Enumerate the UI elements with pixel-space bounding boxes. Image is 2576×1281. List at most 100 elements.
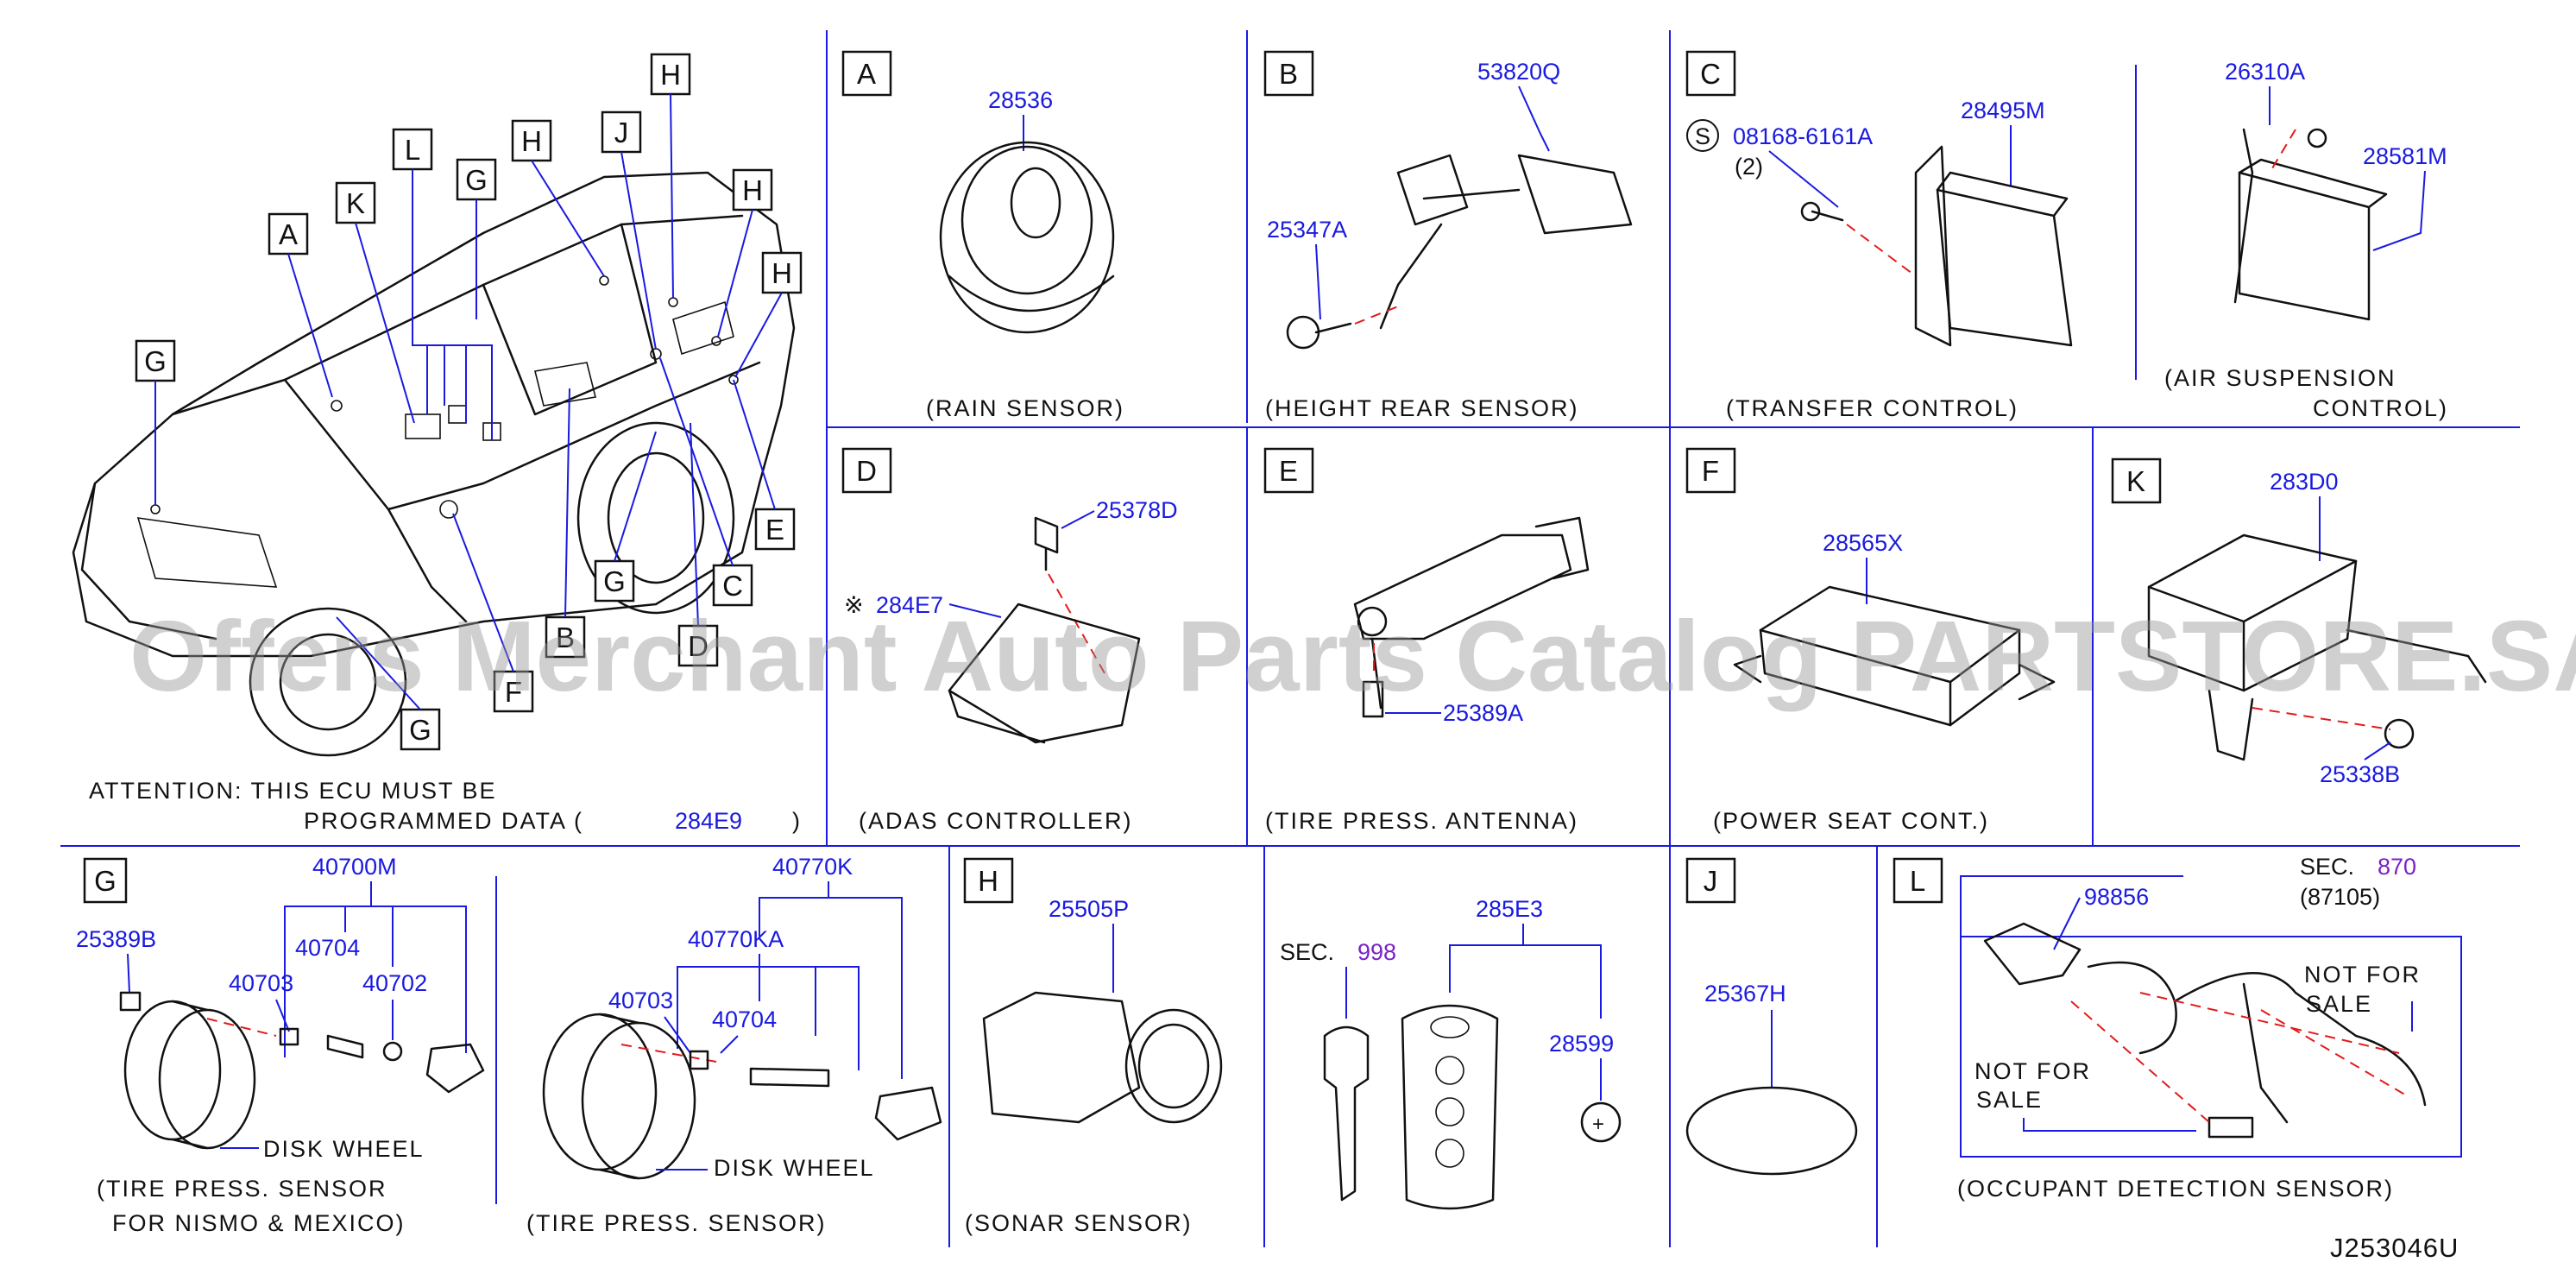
- panel-d: D 25378D ※ 284E7 (ADAS CONTROLLER): [841, 447, 1178, 834]
- g-disk-wheel: DISK WHEEL: [263, 1136, 425, 1162]
- svg-text:G: G: [409, 714, 431, 746]
- caption-air-suspension-1: (AIR SUSPENSION: [2164, 365, 2396, 391]
- l-nfs1-line2: SALE: [2306, 991, 2372, 1017]
- l-sec-num: 870: [2378, 854, 2416, 880]
- part-25367h: 25367H: [1704, 981, 1786, 1006]
- svg-text:H: H: [978, 865, 998, 897]
- part-40703-g: 40703: [229, 970, 293, 996]
- panel-g2: 40770K 40770KA 40703 40704 DISK WHEEL (T…: [526, 854, 942, 1236]
- part-40704-g: 40704: [295, 935, 360, 961]
- svg-text:F: F: [1702, 455, 1719, 487]
- part-28536: 28536: [988, 87, 1053, 113]
- svg-text:C: C: [722, 570, 743, 602]
- part-40704-g2: 40704: [712, 1006, 777, 1032]
- svg-text:B: B: [556, 622, 575, 653]
- callout-d: D: [677, 422, 719, 667]
- svg-text:G: G: [144, 345, 167, 377]
- panel-k: K 283D0 25338B: [2111, 458, 2487, 787]
- svg-text:H: H: [521, 125, 542, 157]
- panel-key: SEC. 998 285E3 28599 +: [1280, 896, 1622, 1210]
- part-40700m: 40700M: [312, 854, 397, 880]
- panel-b: B 53820Q 25347A (HEIGHT REAR SENSOR): [1263, 50, 1633, 421]
- panel-air-suspension: 26310A 28581M (AIR SUSPENSION CONTROL): [2164, 59, 2448, 421]
- svg-text:F: F: [505, 676, 522, 708]
- panel-g: G 40700M 25389B 40704 40703 40702 DISK W…: [76, 854, 485, 1236]
- caption-power-seat-cont: (POWER SEAT CONT.): [1713, 808, 1989, 834]
- watermark: Offers Merchant Auto Parts Catalog PARTS…: [129, 600, 2576, 712]
- panel-grid: [60, 30, 2520, 1247]
- diagram-code: J253046U: [2330, 1233, 2459, 1263]
- caption-occupant-detection: (OCCUPANT DETECTION SENSOR): [1957, 1176, 2394, 1202]
- panel-e: E 25389A (TIRE PRESS. ANTENNA): [1263, 447, 1590, 834]
- callout-h-4: H: [734, 251, 803, 378]
- callout-c: C: [659, 357, 753, 607]
- svg-text:E: E: [1279, 455, 1298, 487]
- svg-text:K: K: [346, 187, 365, 219]
- svg-text:J: J: [1704, 865, 1718, 897]
- svg-text:L: L: [1910, 865, 1925, 897]
- panel-h: H 25505P (SONAR SENSOR): [963, 857, 1223, 1236]
- l-sec-sub: (87105): [2300, 884, 2380, 910]
- svg-text:A: A: [857, 58, 876, 90]
- panel-c: C S 08168-6161A (2) 28495M (TRANSFER CON…: [1685, 50, 2073, 421]
- svg-text:H: H: [660, 59, 681, 91]
- svg-text:L: L: [405, 134, 420, 166]
- l-nfs1-line1: NOT FOR: [2304, 962, 2421, 988]
- part-28599: 28599: [1549, 1031, 1614, 1057]
- callout-l: L: [392, 128, 493, 440]
- part-28495m: 28495M: [1961, 98, 2045, 123]
- callout-f: F: [452, 513, 534, 713]
- attention-part: 284E9: [675, 808, 742, 834]
- part-285e3: 285E3: [1476, 896, 1543, 922]
- callout-g-left: G: [135, 339, 176, 505]
- svg-text:D: D: [688, 630, 709, 662]
- caption-air-suspension-2: CONTROL): [2313, 395, 2448, 421]
- svg-text:H: H: [772, 257, 792, 289]
- l-nfs2-line2: SALE: [1976, 1087, 2043, 1113]
- callout-h-2: H: [650, 53, 691, 299]
- caption-tire-press-antenna: (TIRE PRESS. ANTENNA): [1265, 808, 1578, 834]
- svg-text:G: G: [465, 164, 488, 196]
- svg-text:G: G: [94, 865, 117, 897]
- part-25389a: 25389A: [1443, 700, 1523, 726]
- vehicle-overview: [72, 171, 796, 757]
- svg-text:J: J: [614, 117, 629, 148]
- key-sec-label: SEC.: [1280, 939, 1334, 965]
- caption-sonar-sensor: (SONAR SENSOR): [965, 1210, 1193, 1236]
- callout-g-mid: G: [594, 431, 657, 603]
- attention-line-1: ATTENTION: THIS ECU MUST BE: [89, 778, 497, 804]
- key-sec-num: 998: [1357, 939, 1396, 965]
- part-25505p: 25505P: [1049, 896, 1129, 922]
- callout-j: J: [601, 110, 657, 350]
- callout-h-1: H: [511, 119, 605, 277]
- part-284e7: 284E7: [876, 592, 943, 618]
- bolt-qty: (2): [1735, 154, 1763, 180]
- part-40770k: 40770K: [772, 854, 853, 880]
- caption-g2: (TIRE PRESS. SENSOR): [526, 1210, 827, 1236]
- callout-b: B: [545, 388, 586, 659]
- callout-h-3: H: [717, 168, 773, 338]
- part-40770ka: 40770KA: [688, 926, 784, 952]
- caption-adas-controller: (ADAS CONTROLLER): [859, 808, 1133, 834]
- part-25338b: 25338B: [2320, 761, 2400, 787]
- part-53820q: 53820Q: [1477, 59, 1560, 85]
- svg-text:B: B: [1279, 58, 1298, 90]
- panel-j: J 25367H: [1685, 857, 1858, 1176]
- s-mark: S: [1695, 123, 1710, 149]
- part-25347a: 25347A: [1267, 217, 1347, 243]
- svg-text:D: D: [856, 455, 877, 487]
- overview-callouts: A K L G H J H H H G E C G B D F G: [135, 53, 803, 751]
- part-26310a: 26310A: [2225, 59, 2305, 85]
- svg-text:C: C: [1700, 58, 1721, 90]
- panel-l: L SEC. 870 (87105) 98856 NOT FOR SALE NO…: [1893, 854, 2462, 1202]
- panel-f: F 28565X (POWER SEAT CONT.): [1685, 447, 2056, 834]
- caption-g-1: (TIRE PRESS. SENSOR: [97, 1176, 387, 1202]
- g2-disk-wheel: DISK WHEEL: [714, 1155, 875, 1181]
- callout-k: K: [335, 181, 415, 424]
- attention-close: ): [792, 808, 802, 834]
- part-40703-g2: 40703: [608, 988, 673, 1013]
- svg-text:H: H: [742, 174, 763, 206]
- l-nfs2-line1: NOT FOR: [1975, 1058, 2091, 1084]
- part-25378d: 25378D: [1096, 497, 1178, 523]
- part-28581m: 28581M: [2363, 143, 2447, 169]
